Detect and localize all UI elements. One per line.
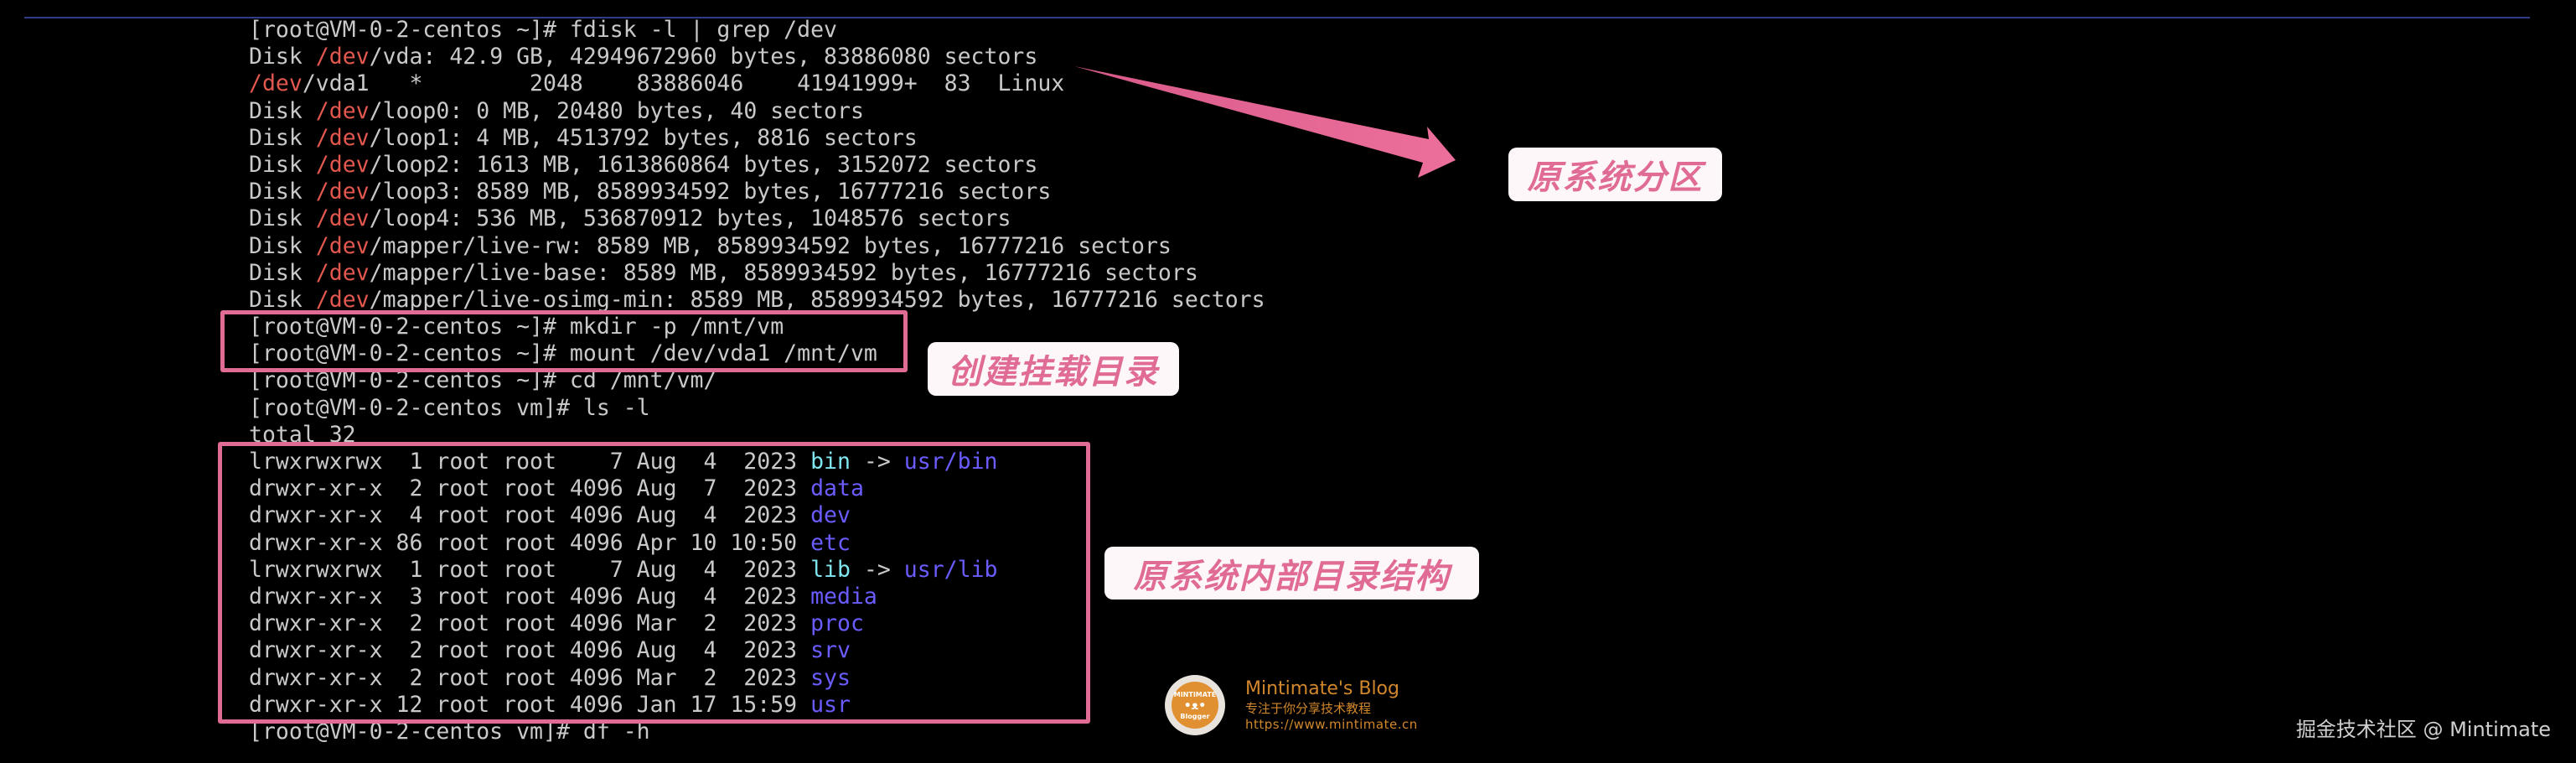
- terminal-line: Disk /dev/mapper/live-osimg-min: 8589 MB…: [249, 287, 1265, 314]
- terminal-text: usr/bin: [903, 449, 998, 475]
- terminal-text: Disk: [249, 232, 316, 259]
- terminal-text: srv: [810, 637, 851, 664]
- watermark: 掘金技术社区 @ Mintimate: [2295, 718, 2551, 741]
- terminal-text: Disk: [249, 124, 316, 151]
- terminal-line: drwxr-xr-x 3 root root 4096 Aug 4 2023 m…: [249, 584, 1265, 610]
- terminal-text: Disk: [249, 151, 316, 178]
- terminal-text: /loop3: 8589 MB, 8589934592 bytes, 16777…: [369, 179, 1052, 205]
- terminal-text: drwxr-xr-x 86 root root 4096 Apr 10 10:5…: [249, 529, 811, 556]
- terminal-line: /dev/vda1 * 2048 83886046 41941999+ 83 L…: [249, 70, 1265, 97]
- terminal-text: /dev: [249, 70, 303, 97]
- terminal-text: usr/lib: [903, 556, 998, 583]
- terminal-text: Disk: [249, 97, 316, 124]
- terminal-text: /mapper/live-base: 8589 MB, 8589934592 b…: [369, 259, 1198, 286]
- terminal-text: ->: [850, 556, 904, 583]
- terminal-text: [root@VM-0-2-centos ~]# mount /dev/vda1 …: [249, 340, 877, 367]
- terminal-text: /dev: [315, 259, 370, 286]
- terminal-text: lrwxrwxrwx 1 root root 7 Aug 4 2023: [249, 449, 811, 475]
- terminal-line: lrwxrwxrwx 1 root root 7 Aug 4 2023 bin …: [249, 449, 1265, 475]
- terminal-line: drwxr-xr-x 2 root root 4096 Mar 2 2023 p…: [249, 610, 1265, 637]
- terminal-text: /mapper/live-rw: 8589 MB, 8589934592 byt…: [369, 232, 1172, 259]
- terminal-text: lrwxrwxrwx 1 root root 7 Aug 4 2023: [249, 556, 811, 583]
- terminal-text: /dev: [315, 97, 370, 124]
- blog-badge: MINTIMATE •ᴥ• Blogger Mintimate's Blog 专…: [1165, 675, 1418, 735]
- terminal-text: media: [810, 583, 877, 610]
- directory-listing-highlight: [218, 442, 1090, 724]
- blog-subtitle: 专注于你分享技术教程: [1245, 701, 1372, 716]
- terminal-line: Disk /dev/loop4: 536 MB, 536870912 bytes…: [249, 205, 1265, 232]
- terminal-text: data: [810, 475, 864, 502]
- mount-label: 创建挂载目录: [928, 342, 1179, 396]
- terminal-line: [root@VM-0-2-centos ~]# mount /dev/vda1 …: [249, 340, 1265, 367]
- terminal-line: drwxr-xr-x 4 root root 4096 Aug 4 2023 d…: [249, 502, 1265, 529]
- terminal-text: Disk: [249, 179, 316, 205]
- terminal-text: dev: [810, 502, 851, 529]
- terminal-text: /dev: [315, 286, 370, 313]
- terminal-text: drwxr-xr-x 12 root root 4096 Jan 17 15:5…: [249, 691, 811, 718]
- terminal-output: [root@VM-0-2-centos ~]# fdisk -l | grep …: [249, 17, 1265, 745]
- terminal-text: /dev: [315, 205, 370, 232]
- terminal-text: /dev: [315, 124, 370, 151]
- partition-label: 原系统分区: [1508, 148, 1722, 201]
- terminal-text: Disk: [249, 286, 316, 313]
- terminal-text: Disk: [249, 259, 316, 286]
- terminal-text: ->: [850, 449, 904, 475]
- terminal-line: drwxr-xr-x 12 root root 4096 Jan 17 15:5…: [249, 692, 1265, 719]
- terminal-text: /loop4: 536 MB, 536870912 bytes, 1048576…: [369, 205, 1011, 232]
- terminal-text: /mapper/live-osimg-min: 8589 MB, 8589934…: [369, 286, 1265, 313]
- terminal-line: Disk /dev/vda: 42.9 GB, 42949672960 byte…: [249, 44, 1265, 70]
- terminal-line: [root@VM-0-2-centos vm]# ls -l: [249, 395, 1265, 422]
- terminal-text: Disk: [249, 44, 316, 70]
- terminal-text: /dev: [315, 179, 370, 205]
- terminal-text: /dev: [315, 232, 370, 259]
- terminal-text: etc: [810, 529, 851, 556]
- terminal-line: Disk /dev/mapper/live-rw: 8589 MB, 85899…: [249, 233, 1265, 260]
- terminal-text: /loop0: 0 MB, 20480 bytes, 40 sectors: [369, 97, 864, 124]
- terminal-line: Disk /dev/loop2: 1613 MB, 1613860864 byt…: [249, 152, 1265, 179]
- terminal-line: Disk /dev/loop0: 0 MB, 20480 bytes, 40 s…: [249, 98, 1265, 125]
- terminal-text: Disk: [249, 205, 316, 232]
- terminal-text: sys: [810, 664, 851, 691]
- logo-top-text: MINTIMATE: [1173, 690, 1217, 698]
- terminal-text: drwxr-xr-x 2 root root 4096 Aug 4 2023: [249, 637, 811, 664]
- terminal-line: Disk /dev/loop1: 4 MB, 4513792 bytes, 88…: [249, 125, 1265, 152]
- terminal-line: [root@VM-0-2-centos ~]# mkdir -p /mnt/vm: [249, 314, 1265, 340]
- terminal-text: /vda1 * 2048 83886046 41941999+ 83 Linux: [302, 70, 1065, 97]
- terminal-line: drwxr-xr-x 86 root root 4096 Apr 10 10:5…: [249, 530, 1265, 557]
- terminal-text: /dev: [315, 151, 370, 178]
- top-rule: [24, 17, 2530, 18]
- terminal-line: drwxr-xr-x 2 root root 4096 Aug 7 2023 d…: [249, 475, 1265, 502]
- terminal-text: [root@VM-0-2-centos vm]# ls -l: [249, 394, 650, 421]
- terminal-text: drwxr-xr-x 2 root root 4096 Mar 2 2023: [249, 610, 811, 637]
- terminal-text: bin: [810, 449, 851, 475]
- blog-logo-icon: MINTIMATE •ᴥ• Blogger: [1165, 675, 1225, 735]
- terminal-text: drwxr-xr-x 2 root root 4096 Aug 7 2023: [249, 475, 811, 502]
- terminal-text: proc: [810, 610, 864, 637]
- terminal-line: drwxr-xr-x 2 root root 4096 Aug 4 2023 s…: [249, 637, 1265, 664]
- terminal-text: drwxr-xr-x 2 root root 4096 Mar 2 2023: [249, 664, 811, 691]
- terminal-line: drwxr-xr-x 2 root root 4096 Mar 2 2023 s…: [249, 665, 1265, 692]
- structure-label: 原系统内部目录结构: [1104, 547, 1479, 600]
- terminal-text: lib: [810, 556, 851, 583]
- terminal-line: lrwxrwxrwx 1 root root 7 Aug 4 2023 lib …: [249, 557, 1265, 584]
- terminal-line: Disk /dev/loop3: 8589 MB, 8589934592 byt…: [249, 179, 1265, 205]
- blog-url: https://www.mintimate.cn: [1245, 717, 1418, 732]
- terminal-text: /vda: 42.9 GB, 42949672960 bytes, 838860…: [369, 44, 1038, 70]
- terminal-text: drwxr-xr-x 3 root root 4096 Aug 4 2023: [249, 583, 811, 610]
- blog-title: Mintimate's Blog: [1245, 678, 1399, 699]
- terminal-line: Disk /dev/mapper/live-base: 8589 MB, 858…: [249, 260, 1265, 287]
- logo-bottom-text: Blogger: [1180, 712, 1210, 720]
- terminal-line: [root@VM-0-2-centos ~]# fdisk -l | grep …: [249, 17, 1265, 44]
- terminal-text: /dev: [315, 44, 370, 70]
- terminal-text: drwxr-xr-x 4 root root 4096 Aug 4 2023: [249, 502, 811, 529]
- terminal-text: /loop2: 1613 MB, 1613860864 bytes, 31520…: [369, 151, 1038, 178]
- terminal-text: [root@VM-0-2-centos ~]# mkdir -p /mnt/vm: [249, 314, 784, 340]
- mount-commands-highlight: [220, 310, 908, 372]
- cat-face-icon: •ᴥ•: [1183, 698, 1207, 713]
- terminal-text: [root@VM-0-2-centos ~]# fdisk -l | grep …: [249, 17, 837, 43]
- terminal-text: /loop1: 4 MB, 4513792 bytes, 8816 sector…: [369, 124, 918, 151]
- terminal-text: usr: [810, 691, 851, 718]
